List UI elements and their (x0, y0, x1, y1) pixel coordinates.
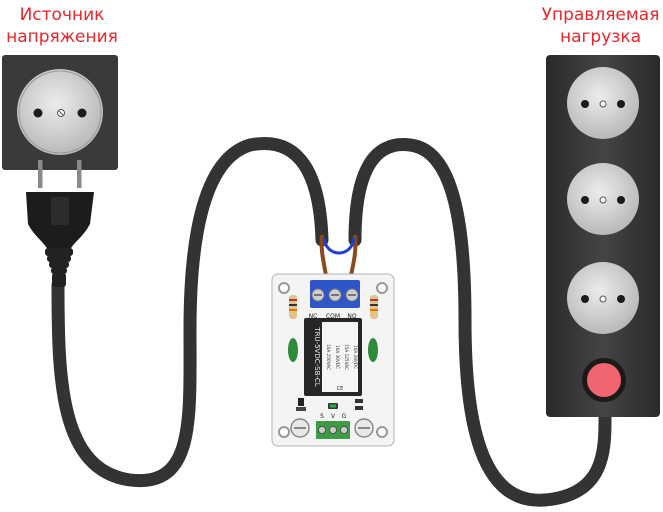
strip-socket-3 (567, 262, 639, 334)
socket-hole-icon (617, 196, 625, 204)
relay-model-text: TRU-5VDC-SB-CL (313, 326, 321, 386)
power-strip (546, 55, 660, 417)
wall-socket (2, 55, 118, 170)
plug-pin-icon (77, 160, 82, 188)
socket-screw-icon (599, 295, 607, 303)
relay-rating-4: 10A 28VDC (353, 345, 358, 369)
socket-screw-icon (599, 100, 607, 108)
terminal-label-com: COM (326, 313, 340, 320)
strip-socket-1 (567, 67, 639, 139)
mount-hole-icon (376, 426, 388, 438)
blue-wire-bridge (322, 237, 356, 255)
mount-hole-icon (278, 282, 290, 294)
status-led-left (288, 338, 298, 362)
resistor-right (370, 295, 378, 319)
signal-pin-s[interactable] (318, 426, 326, 434)
relay-rating-3: 15A 125VAC (344, 344, 349, 370)
status-led-right (368, 338, 378, 362)
socket-hole-icon (581, 196, 589, 204)
signal-pin-g[interactable] (340, 426, 348, 434)
terminal-label-nc: NC (309, 313, 318, 320)
load-cable (348, 138, 612, 507)
controlled-load-label-line2: нагрузка (559, 27, 642, 47)
source-cable (51, 137, 329, 488)
power-plug (26, 160, 94, 287)
signal-pin-v[interactable] (329, 426, 337, 434)
power-button[interactable] (587, 363, 621, 397)
power-strip-body (546, 55, 660, 417)
voltage-source-label-line1: Источник (19, 5, 105, 25)
socket-hole-icon (33, 108, 43, 118)
strip-socket-2 (567, 163, 639, 235)
ce-mark: CE (337, 386, 344, 392)
voltage-source-label: Источник напряжения (0, 4, 124, 48)
relay-module: NC COM NO TRU-5VDC-SB-CL 10A 250VAC (271, 273, 395, 447)
voltage-source-label-line2: напряжения (6, 27, 118, 47)
mount-hole-icon (376, 282, 388, 294)
smd-transistor-icon (298, 398, 304, 406)
resistor-left (289, 295, 297, 319)
terminal-label-no: NO (347, 313, 356, 320)
socket-hole-icon (617, 100, 625, 108)
pin-label-s: S (320, 413, 324, 420)
socket-hole-icon (581, 295, 589, 303)
relay-rating-1: 10A 250VAC (326, 344, 331, 370)
power-cable (51, 137, 612, 507)
relay-rating-2: 10A 30VDC (335, 345, 340, 369)
socket-hole-icon (581, 100, 589, 108)
pin-label-g: G (342, 413, 347, 420)
mount-hole-icon (278, 426, 290, 438)
socket-hole-icon (77, 108, 87, 118)
plug-pin-icon (38, 160, 43, 188)
pin-label-v: V (331, 413, 336, 420)
socket-hole-icon (617, 295, 625, 303)
controlled-load-label: Управляемая нагрузка (538, 4, 663, 48)
socket-screw-icon (599, 196, 607, 204)
controlled-load-label-line1: Управляемая (541, 5, 660, 25)
